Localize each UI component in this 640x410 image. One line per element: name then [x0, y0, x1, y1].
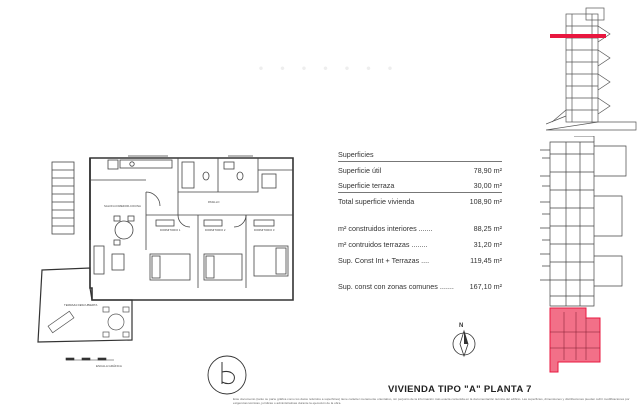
bed-2-pillow	[205, 255, 215, 279]
surface-row: Sup. const con zonas comunes ....... 167…	[338, 282, 502, 292]
terrace-outline	[37, 267, 133, 343]
surface-value: 119,45 m²	[470, 256, 502, 265]
bedroom-walls	[146, 214, 247, 288]
kitchen-counter	[119, 159, 173, 169]
surface-row: Sup. Const Int + Terrazas .... 119,45 m²	[338, 256, 502, 266]
terrace-table	[107, 313, 125, 331]
room-label-dormitorio-3: DORMITORIO 3	[254, 228, 275, 232]
dining-table	[114, 220, 134, 240]
wardrobe-1	[155, 219, 175, 227]
surface-row: m² construidos interiores ....... 88,25 …	[338, 224, 502, 234]
surface-value: 31,20 m²	[473, 240, 502, 249]
surfaces-rule-top	[338, 161, 502, 162]
bath-2-shower	[261, 173, 277, 189]
watermark: · · · · · · ·	[256, 52, 397, 85]
chair-1	[113, 215, 121, 222]
door-swing-3	[233, 214, 247, 228]
surface-value: 108,90 m²	[469, 197, 502, 206]
room-label-terraza: TERRAZA DESCUBIERTA	[64, 303, 98, 307]
bath-walls	[177, 158, 293, 193]
surfaces-title: Superficies	[338, 150, 374, 159]
wardrobe-2	[203, 219, 223, 227]
corridor-wall	[145, 192, 293, 250]
chair-2	[127, 215, 135, 222]
bath-1-wc	[202, 171, 210, 181]
stair-steps	[52, 169, 74, 227]
bed-3	[253, 245, 289, 277]
building-elevation	[546, 7, 637, 131]
bed-2	[203, 253, 243, 281]
bath-2-wc	[236, 171, 244, 181]
surface-label: m² construidos interiores .......	[338, 224, 433, 233]
surface-value: 167,10 m²	[469, 282, 502, 291]
wardrobe-3	[253, 219, 275, 227]
terrace-chair-3	[102, 331, 110, 338]
floor-plan	[37, 155, 294, 361]
north-arrow-icon	[452, 329, 476, 358]
door-swing-1	[145, 191, 161, 207]
room-label-dormitorio-1: DORMITORIO 1	[160, 228, 181, 232]
surfaces-rule-mid	[338, 192, 502, 193]
surface-row: Superficie útil 78,90 m²	[338, 166, 502, 176]
surface-label: Sup. Const Int + Terrazas ....	[338, 256, 430, 265]
coffee-table	[111, 253, 125, 271]
room-label-pasillo: PASILLO	[208, 200, 220, 204]
scale-note: ESCALA GRÁFICA	[96, 364, 122, 368]
sofa	[93, 245, 105, 275]
surface-row: Total superficie vivienda 108,90 m²	[338, 197, 502, 207]
surface-value: 78,90 m²	[473, 166, 502, 175]
surface-label: Superficie terraza	[338, 181, 395, 190]
terrace-chair-4	[122, 331, 130, 338]
wash-basin	[223, 161, 235, 170]
room-label-dormitorio-2: DORMITORIO 2	[205, 228, 226, 232]
sun-lounger	[47, 310, 75, 334]
bed-1-pillow	[151, 255, 161, 279]
terrace-chair-1	[102, 306, 110, 313]
highlight-unit	[549, 307, 601, 373]
door-swing-2	[177, 214, 191, 228]
fridge	[107, 159, 119, 170]
bed-3-pillow	[275, 247, 287, 275]
disclaimer-text: Este documento (tanto su parte gráfica c…	[233, 397, 630, 405]
surface-value: 88,25 m²	[473, 224, 502, 233]
highlight-floor-bar	[550, 34, 606, 38]
chair-3	[113, 239, 121, 246]
stair-block	[51, 161, 75, 235]
terrace-chair-2	[122, 306, 130, 313]
surface-row: Superficie terraza 30,00 m²	[338, 181, 502, 191]
scale-bar	[65, 357, 114, 361]
surface-label: Sup. const con zonas comunes .......	[338, 282, 454, 291]
sink	[129, 161, 135, 167]
bed-1	[149, 253, 191, 281]
surface-label: m² contruidos terrazas ........	[338, 240, 428, 249]
surface-row: m² contruidos terrazas ........ 31,20 m²	[338, 240, 502, 250]
surface-label: Total superficie vivienda	[338, 197, 415, 206]
lp-logo	[207, 355, 247, 395]
north-letter: N	[459, 323, 464, 329]
unit-title: VIVIENDA TIPO "A" PLANTA 7	[388, 384, 532, 395]
site-plan	[540, 136, 627, 373]
room-label-salon: SALON-COMEDOR-COCINA	[104, 204, 141, 208]
bath-1-tub	[181, 161, 195, 189]
surface-label: Superficie útil	[338, 166, 382, 175]
surface-value: 30,00 m²	[473, 181, 502, 190]
